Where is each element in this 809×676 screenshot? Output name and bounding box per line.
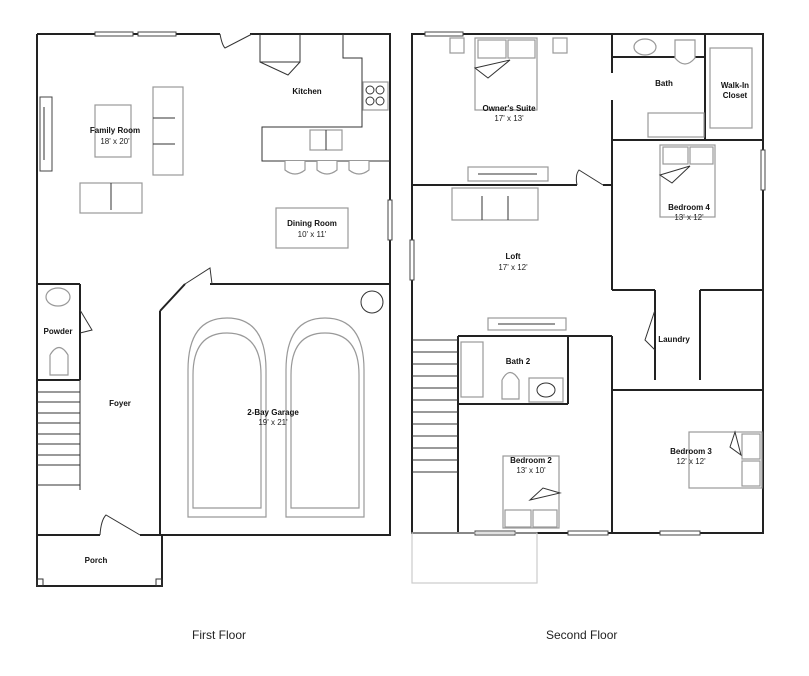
room-label-bedroom-3: Bedroom 3 [670, 447, 712, 456]
room-label-owners-suite: Owner's Suite [482, 104, 536, 113]
room-label-garage: 2-Bay Garage [247, 408, 299, 417]
room-label-powder: Powder [44, 327, 73, 336]
room-label-foyer: Foyer [109, 399, 131, 408]
room-label-laundry: Laundry [658, 335, 690, 344]
room-dim-bedroom-4: 13' x 12' [674, 213, 704, 222]
room-label-family-room: Family Room [90, 126, 140, 135]
room-label-porch: Porch [85, 556, 108, 565]
room-dim-bedroom-2: 13' x 10' [516, 466, 546, 475]
room-label-bath: Bath [655, 79, 673, 88]
stairs-first-floor [37, 380, 81, 490]
room-label-closet: Closet [723, 91, 748, 100]
car-icon [285, 317, 365, 518]
room-dim-bedroom-3: 12' x 12' [676, 457, 706, 466]
second-floor-plan [409, 31, 766, 584]
car-icon [187, 317, 267, 518]
room-label-kitchen: Kitchen [292, 87, 321, 96]
first-floor-title: First Floor [192, 628, 246, 642]
room-dim-dining-room: 10' x 11' [298, 230, 327, 239]
second-floor-title: Second Floor [546, 628, 618, 642]
room-label-bedroom-2: Bedroom 2 [510, 456, 552, 465]
room-label-loft: Loft [505, 252, 520, 261]
room-label-walk-in: Walk-In [721, 81, 749, 90]
first-floor-plan [36, 31, 393, 587]
room-dim-owners-suite: 17' x 13' [494, 114, 524, 123]
stairs-second-floor [412, 339, 458, 473]
room-labels: Family Room 18' x 20' Kitchen Dining Roo… [44, 79, 750, 565]
room-dim-garage: 19' x 21' [258, 418, 288, 427]
room-dim-family-room: 18' x 20' [100, 137, 130, 146]
room-label-bath-2: Bath 2 [506, 357, 531, 366]
room-label-dining-room: Dining Room [287, 219, 337, 228]
room-label-bedroom-4: Bedroom 4 [668, 203, 710, 212]
room-dim-loft: 17' x 12' [498, 263, 528, 272]
